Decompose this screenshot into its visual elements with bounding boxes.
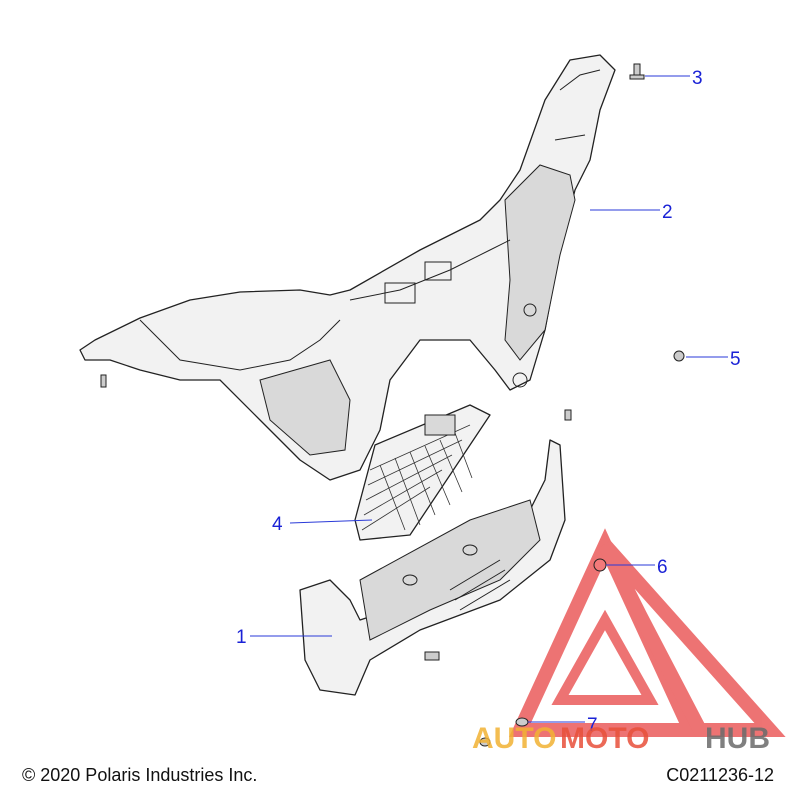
callout-6: 6: [657, 557, 668, 578]
lower-bumper-skid: [299, 439, 566, 696]
watermark-auto: AUTO: [472, 722, 556, 755]
callout-7: 7: [587, 715, 598, 736]
bolt-left: [100, 374, 107, 388]
grille-panel: [354, 404, 491, 541]
callout-3: 3: [692, 68, 703, 89]
watermark-logo: [509, 528, 786, 737]
clip-7: [479, 717, 529, 747]
bolt-5: [673, 350, 685, 362]
bolt-3: [629, 63, 645, 80]
watermark-text: AUTO MOTO HUB: [472, 722, 770, 755]
bolt-center: [564, 409, 572, 421]
copyright-notice: © 2020 Polaris Industries Inc.: [22, 765, 258, 785]
leader-4: [289, 519, 373, 524]
callout-4: 4: [272, 514, 283, 535]
bolt-lower: [424, 651, 440, 661]
nut-6: [593, 558, 607, 572]
watermark-hub: HUB: [705, 722, 770, 755]
callout-2: 2: [662, 202, 673, 223]
callout-5: 5: [730, 349, 741, 370]
upper-bumper-frame: [79, 54, 616, 481]
watermark-moto: MOTO: [560, 722, 649, 755]
drawing-number: C0211236-12: [666, 765, 774, 785]
callout-1: 1: [236, 627, 247, 648]
